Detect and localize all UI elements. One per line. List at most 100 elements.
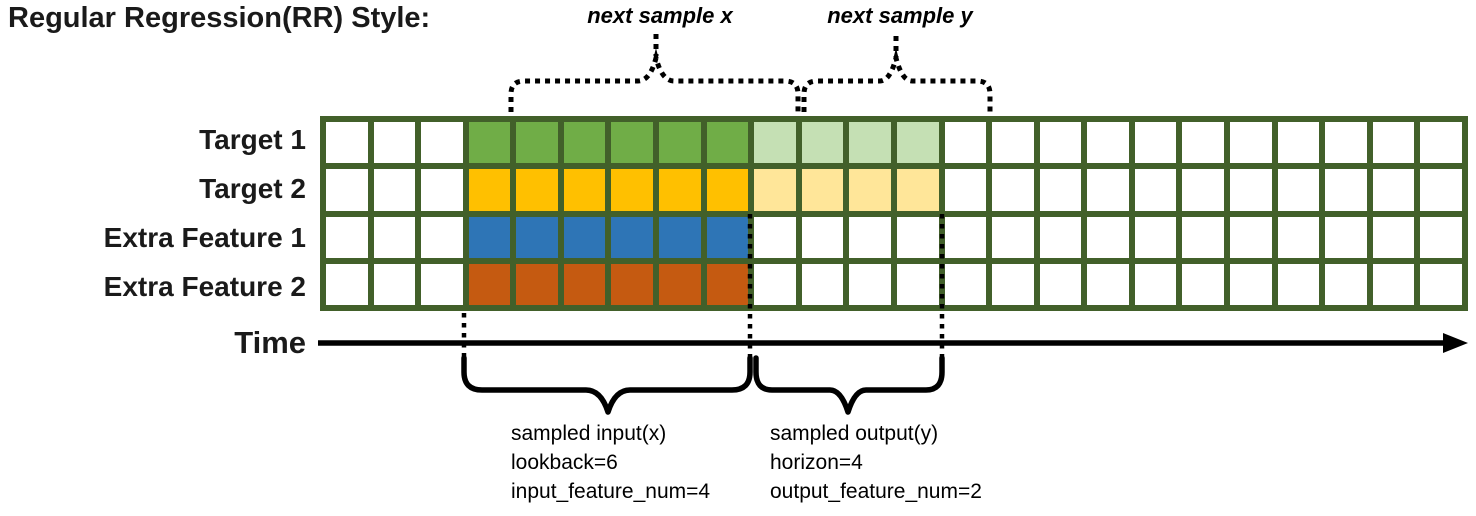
grid-cell <box>516 263 558 305</box>
grid-cell <box>1230 169 1272 211</box>
grid-cell <box>659 169 701 211</box>
grid-cell <box>992 216 1034 258</box>
grid-cell <box>896 263 939 305</box>
grid-cell <box>1182 263 1225 305</box>
grid-cell <box>1277 122 1320 164</box>
grid-cell <box>1277 263 1320 305</box>
grid-cell <box>849 122 891 164</box>
grid-cell <box>1134 169 1177 211</box>
grid-cell <box>801 263 844 305</box>
grid-cell <box>944 122 987 164</box>
grid-cell <box>944 263 987 305</box>
grid-cell <box>896 169 939 211</box>
grid-cell <box>611 263 654 305</box>
sampled-input-brace <box>461 355 753 415</box>
grid-cell <box>1039 263 1082 305</box>
sampled-output-title: sampled output(y) <box>770 422 939 445</box>
grid-cell <box>563 263 606 305</box>
grid-cell <box>1230 122 1272 164</box>
grid-cell <box>754 169 796 211</box>
grid-cell <box>706 122 749 164</box>
grid-cell <box>326 122 368 164</box>
grid-cell <box>1277 216 1320 258</box>
grid-cell <box>468 122 511 164</box>
grid-cell <box>373 263 416 305</box>
grid-cell <box>1420 169 1462 211</box>
grid-cell <box>706 169 749 211</box>
grid-cell <box>659 122 701 164</box>
grid-cell <box>326 169 368 211</box>
grid-cell <box>563 122 606 164</box>
grid-cell <box>1372 263 1415 305</box>
grid-cell <box>1277 169 1320 211</box>
grid-cell <box>468 216 511 258</box>
grid-cell <box>992 122 1034 164</box>
grid-cell <box>1420 216 1462 258</box>
grid-cell <box>896 122 939 164</box>
grid-cell <box>516 169 558 211</box>
grid-cell <box>373 122 416 164</box>
row-label-extra-feature-2: Extra Feature 2 <box>103 270 306 302</box>
next-sample-x-label: next sample x <box>587 3 733 28</box>
grid-cell <box>1325 169 1367 211</box>
sampled-input-notes: sampled input(x) lookback=6 input_featur… <box>511 419 710 506</box>
row-label-target-2: Target 2 <box>199 173 306 205</box>
grid-cell <box>421 122 463 164</box>
row-label-extra-feature-1: Extra Feature 1 <box>103 221 306 253</box>
grid-cell <box>754 216 796 258</box>
next-sample-x-brace <box>508 48 801 112</box>
grid-cell <box>659 263 701 305</box>
grid-cell <box>611 216 654 258</box>
grid-cell <box>801 216 844 258</box>
grid-cell <box>1087 216 1129 258</box>
grid-cell <box>373 169 416 211</box>
horizon-value: horizon=4 <box>770 451 863 474</box>
grid-cell <box>706 216 749 258</box>
grid-cell <box>1325 216 1367 258</box>
grid-cell <box>373 216 416 258</box>
grid-cell <box>421 216 463 258</box>
grid-cell <box>944 216 987 258</box>
grid-cell <box>1420 122 1462 164</box>
grid-cell <box>801 169 844 211</box>
grid-cell <box>563 169 606 211</box>
grid-cell <box>468 263 511 305</box>
sampled-output-notes: sampled output(y) horizon=4 output_featu… <box>770 419 982 506</box>
grid-cell <box>1325 122 1367 164</box>
grid-cell <box>754 263 796 305</box>
diagram-title: Regular Regression(RR) Style: <box>8 2 431 34</box>
grid-cell <box>1087 169 1129 211</box>
grid-cell <box>992 263 1034 305</box>
grid-cell <box>326 216 368 258</box>
grid-cell <box>1039 216 1082 258</box>
grid-cell <box>1087 122 1129 164</box>
grid-cell <box>849 263 891 305</box>
grid-cell <box>1230 263 1272 305</box>
grid-cell <box>944 169 987 211</box>
grid-cell <box>421 263 463 305</box>
grid-cell <box>849 216 891 258</box>
grid-cell <box>1372 169 1415 211</box>
grid-cell <box>1372 122 1415 164</box>
grid-cell <box>611 169 654 211</box>
grid-cell <box>1420 263 1462 305</box>
sampled-output-brace <box>753 355 945 415</box>
row-label-target-1: Target 1 <box>199 124 306 156</box>
grid-cell <box>706 263 749 305</box>
grid-cell <box>516 122 558 164</box>
grid-cell <box>1039 122 1082 164</box>
grid-cell <box>611 122 654 164</box>
grid-cell <box>992 169 1034 211</box>
grid <box>320 116 1468 311</box>
grid-cell <box>849 169 891 211</box>
grid-cell <box>1134 263 1177 305</box>
grid-cell <box>659 216 701 258</box>
grid-cell <box>563 216 606 258</box>
grid-cell <box>1182 169 1225 211</box>
grid-cell <box>516 216 558 258</box>
grid-cell <box>896 216 939 258</box>
grid-cell <box>1087 263 1129 305</box>
grid-cell <box>1372 216 1415 258</box>
grid-cell <box>326 263 368 305</box>
time-arrow-head <box>1443 333 1468 353</box>
